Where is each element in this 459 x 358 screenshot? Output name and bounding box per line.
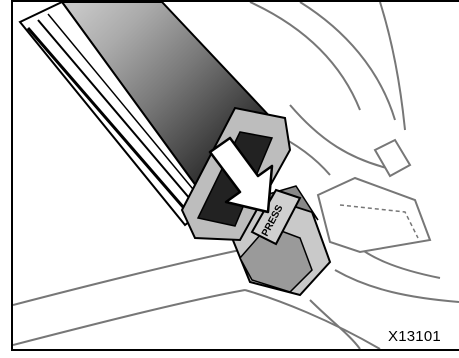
figure-code: X13101: [388, 328, 441, 345]
figure-frame: [11, 0, 459, 351]
